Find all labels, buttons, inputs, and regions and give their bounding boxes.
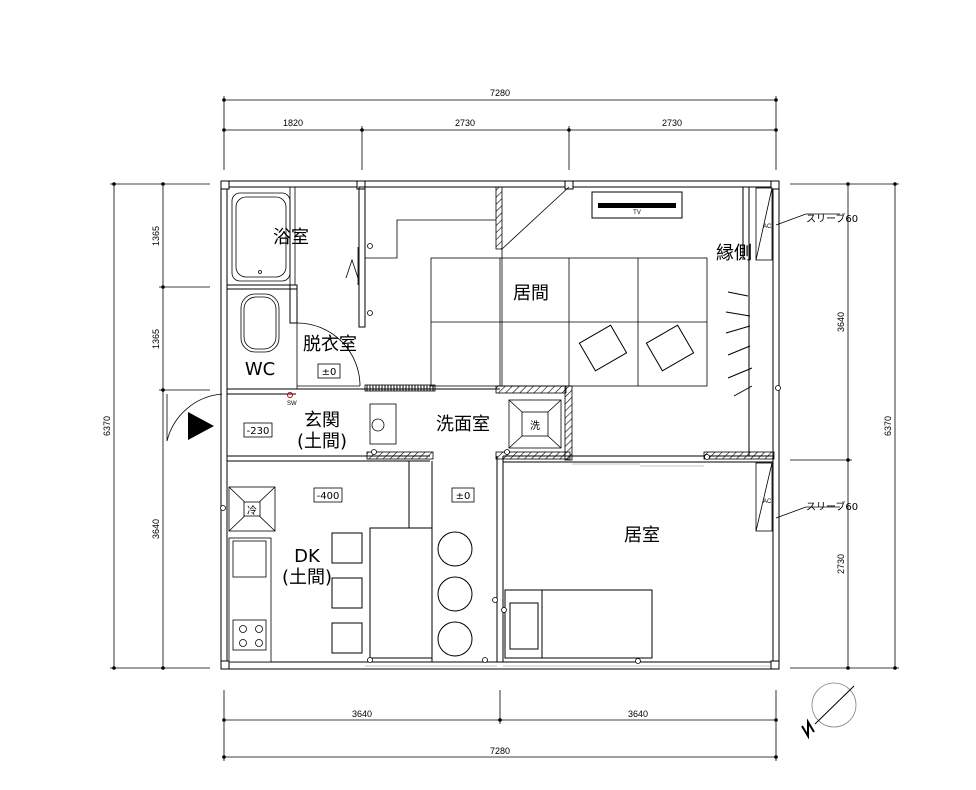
ac-unit-top: AC xyxy=(755,187,773,261)
bath-door xyxy=(345,247,359,285)
room-dk-2: (土間) xyxy=(282,567,332,588)
room-wc: WC xyxy=(245,359,275,380)
room-entrance-2: (土間) xyxy=(297,431,347,452)
hatched-walls xyxy=(364,186,775,461)
room-entrance-1: 玄関 xyxy=(304,410,340,431)
toilet xyxy=(240,293,280,353)
tv-label: TV xyxy=(633,210,641,216)
dim-top-total: 7280 xyxy=(490,88,510,98)
level-dressing: ±0 xyxy=(322,367,337,378)
bed xyxy=(504,589,653,659)
room-dk-1: DK xyxy=(294,546,321,567)
entrance-arrow-icon xyxy=(188,412,214,440)
room-bath: 浴室 xyxy=(273,227,309,248)
dim-left-seg-1: 1365 xyxy=(151,226,161,246)
fridge-label: 冷 xyxy=(247,504,257,517)
dim-bottom-seg-1: 3640 xyxy=(352,709,372,719)
dim-bottom-seg-2: 3640 xyxy=(628,709,648,719)
dim-bottom-total: 7280 xyxy=(490,746,510,756)
level-markers xyxy=(243,363,475,503)
dim-left-total: 6370 xyxy=(102,416,112,436)
dim-right-inner-1: 3640 xyxy=(836,312,846,332)
washer-label: 洗 xyxy=(530,420,540,432)
bath-wall xyxy=(289,186,296,286)
wash-basin xyxy=(369,403,397,445)
ac-unit-bottom: AC xyxy=(755,462,773,532)
outlets xyxy=(220,243,781,664)
dining-set xyxy=(331,527,433,659)
veranda-marks xyxy=(725,291,753,397)
room-washroom: 洗面室 xyxy=(436,414,490,435)
room-veranda: 縁側 xyxy=(716,243,752,264)
kitchen-counter xyxy=(228,537,272,663)
sliding-tracks xyxy=(365,463,771,667)
sleeve-bottom-label: スリーブ60 xyxy=(806,500,858,513)
north-arrow-icon xyxy=(801,682,857,740)
tatami-grid xyxy=(430,257,708,387)
dressing-door xyxy=(296,322,361,389)
dim-right-total: 6370 xyxy=(883,416,893,436)
sleeve-top-label: スリーブ60 xyxy=(806,212,858,225)
dim-top-seg-3: 2730 xyxy=(662,118,682,128)
room-room: 居室 xyxy=(624,525,660,546)
bathtub xyxy=(231,192,291,282)
fridge: 冷 xyxy=(228,486,276,532)
room-dressing: 脱衣室 xyxy=(303,334,357,355)
dim-right-inner-2: 2730 xyxy=(836,554,846,574)
washing-machine: 洗 xyxy=(508,399,562,449)
switch-label: SW xyxy=(287,401,297,407)
level-entrance: -230 xyxy=(247,426,270,437)
sleeve-callouts xyxy=(775,213,840,519)
switch-icon xyxy=(287,392,293,398)
ac-bottom-label: AC xyxy=(763,499,772,505)
dim-top-seg-1: 1820 xyxy=(283,118,303,128)
stair-outline xyxy=(365,186,570,386)
level-washroom: ±0 xyxy=(456,491,471,502)
dimension-dots xyxy=(112,98,897,759)
level-dk: -400 xyxy=(317,491,340,502)
dim-top-seg-2: 2730 xyxy=(455,118,475,128)
tv-unit: TV xyxy=(591,191,683,219)
round-stools xyxy=(437,531,473,657)
floor-cushions xyxy=(578,324,695,372)
dim-left-seg-3: 3640 xyxy=(151,519,161,539)
entrance-door xyxy=(166,393,223,442)
ac-top-label: AC xyxy=(763,224,772,230)
dim-left-seg-2: 1365 xyxy=(151,329,161,349)
room-living: 居間 xyxy=(513,283,549,304)
